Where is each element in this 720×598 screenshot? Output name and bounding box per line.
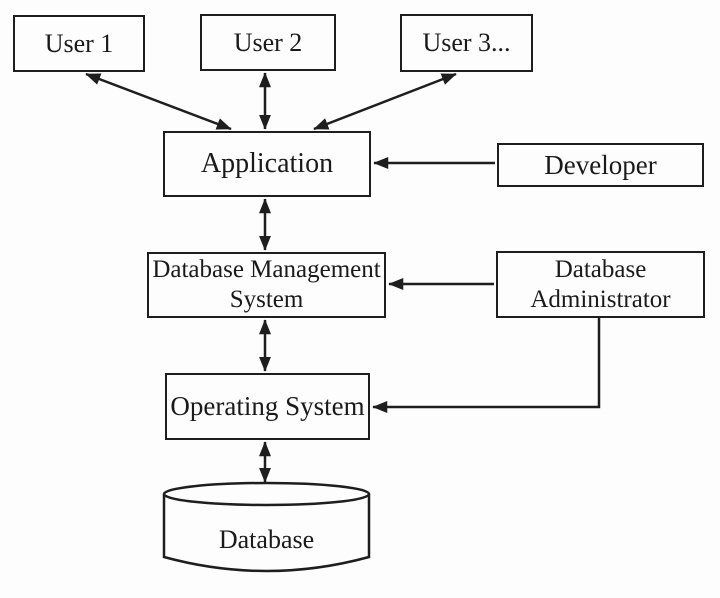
node-dbms-label-line2: System [229,286,304,313]
node-application: Application [163,131,371,197]
arrow-user3-application [313,72,457,131]
node-user1-label: User 1 [44,28,114,58]
node-dba-label-line2: Administrator [530,285,671,313]
node-os-label: Operating System [170,391,365,422]
node-user3-label: User 3... [422,28,511,58]
node-user1: User 1 [13,15,145,72]
node-developer-label: Developer [544,149,657,180]
node-dbms-label-line1: Database Management [152,256,381,283]
node-user2-label: User 2 [233,27,303,57]
arrow-dba-os [372,318,601,413]
node-database: Database [163,524,370,556]
node-database-management-system: Database Management System [147,252,386,318]
node-operating-system: Operating System [165,373,370,440]
node-user3: User 3... [400,14,533,72]
node-database-label: Database [218,525,315,554]
node-application-label: Application [200,148,334,180]
node-database-administrator: Database Administrator [496,251,705,318]
node-dba-label-line1: Database [554,255,647,283]
arrow-user1-application [85,72,232,131]
node-user2: User 2 [200,14,336,71]
node-developer: Developer [497,143,704,187]
database-cylinder [162,481,371,573]
